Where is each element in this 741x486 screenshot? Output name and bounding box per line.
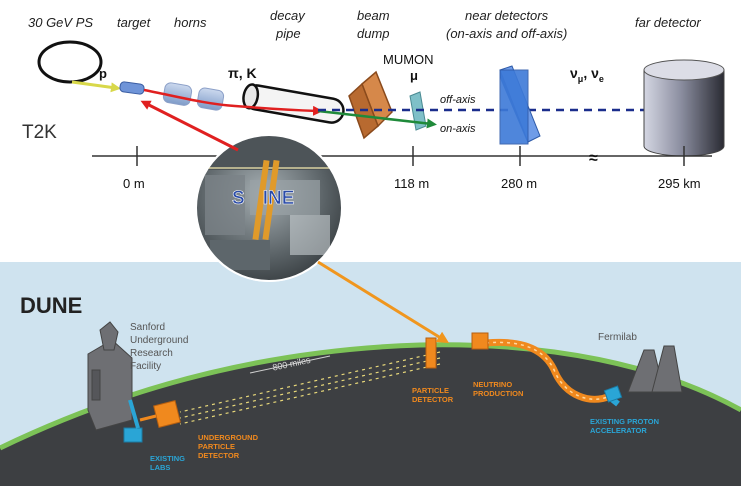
proton-beam: [71, 80, 121, 93]
distance-0: 0 m: [123, 176, 145, 191]
svg-text:NEUTRINO: NEUTRINO: [473, 380, 512, 389]
near-particle-detector-box: [425, 337, 437, 369]
pion-kaon-label: π, K: [228, 65, 257, 81]
neutrino-production-box: [471, 332, 489, 350]
accelerator-box: [603, 385, 623, 403]
header-near-2: (on-axis and off-axis): [446, 26, 567, 41]
proton-label: p: [99, 66, 107, 81]
distance-280: 280 m: [501, 176, 537, 191]
svg-text:PARTICLE: PARTICLE: [412, 386, 449, 395]
underground-detector: [139, 400, 181, 428]
header-far: far detector: [635, 15, 701, 30]
pion-beam: [143, 88, 323, 116]
header-beam-1: beam: [357, 8, 390, 23]
svg-text:EXISTING PROTON: EXISTING PROTON: [590, 417, 659, 426]
label-existing-accelerator: EXISTING PROTON ACCELERATOR: [590, 417, 659, 435]
svg-text:ACCELERATOR: ACCELERATOR: [590, 426, 647, 435]
svg-text:DETECTOR: DETECTOR: [198, 451, 240, 460]
far-detector: [643, 59, 725, 157]
svg-text:UNDERGROUND: UNDERGROUND: [198, 433, 259, 442]
t2k-section: T2K 30 GeV PS target horns decay pipe be…: [22, 8, 725, 191]
header-near-1: near detectors: [465, 8, 549, 23]
label-existing-labs: EXISTING LABS: [150, 454, 185, 472]
sanford-building: [87, 321, 133, 431]
existing-labs: [123, 399, 143, 443]
off-axis-label: off-axis: [440, 94, 476, 106]
svg-text:DETECTOR: DETECTOR: [412, 395, 454, 404]
decay-pipe: [242, 83, 345, 124]
label-neutrino-production: NEUTRINO PRODUCTION: [473, 380, 523, 398]
arrow-to-t2k: [140, 100, 239, 152]
label-underground-detector: UNDERGROUND PARTICLE DETECTOR: [198, 433, 259, 460]
svg-text:PARTICLE: PARTICLE: [198, 442, 235, 451]
sanford-label: Sanford Underground Research Facility: [130, 322, 188, 372]
distance-118: 118 m: [394, 176, 429, 191]
svg-text:Facility: Facility: [130, 361, 161, 372]
svg-text:Sanford: Sanford: [130, 322, 165, 333]
header-decay-2: pipe: [275, 26, 301, 41]
break-mark: ≈: [589, 150, 598, 167]
on-axis-beam: [317, 109, 437, 129]
svg-text:EXISTING: EXISTING: [150, 454, 185, 463]
distance-ticks: [136, 146, 685, 166]
mumon-label: MUMON: [383, 52, 434, 67]
header-decay-1: decay: [270, 8, 306, 23]
svg-text:LABS: LABS: [150, 463, 170, 472]
t2k-label: T2K: [22, 122, 57, 143]
on-axis-label: on-axis: [440, 123, 476, 135]
dune-label: DUNE: [20, 293, 82, 318]
target: [119, 81, 145, 95]
fermilab-building: [627, 345, 683, 393]
t2k-headers: 30 GeV PS target horns decay pipe beam d…: [28, 8, 701, 41]
svg-text:Research: Research: [130, 348, 173, 359]
dune-beam: [179, 351, 441, 425]
svg-text:Underground: Underground: [130, 335, 188, 346]
arrow-to-dune: [317, 260, 450, 344]
beam-dump: [348, 70, 393, 140]
muon-label: μ: [410, 68, 418, 83]
header-ps: 30 GeV PS: [28, 15, 93, 30]
svg-text:PRODUCTION: PRODUCTION: [473, 389, 523, 398]
ps-ring: [37, 40, 103, 84]
header-horns: horns: [174, 15, 207, 30]
dune-section: DUNE Sanford Underground Research Facili…: [0, 262, 741, 486]
fermilab-label: Fermilab: [598, 332, 637, 343]
distance-295km: 295 km: [658, 176, 701, 191]
header-beam-2: dump: [357, 26, 390, 41]
near-detector: [499, 65, 541, 145]
distance-labels: 0 m 118 m 280 m 295 km: [123, 176, 701, 191]
header-target: target: [117, 15, 152, 30]
neutrino-label: νμ, νe: [570, 65, 604, 84]
label-particle-detector: PARTICLE DETECTOR: [412, 386, 454, 404]
